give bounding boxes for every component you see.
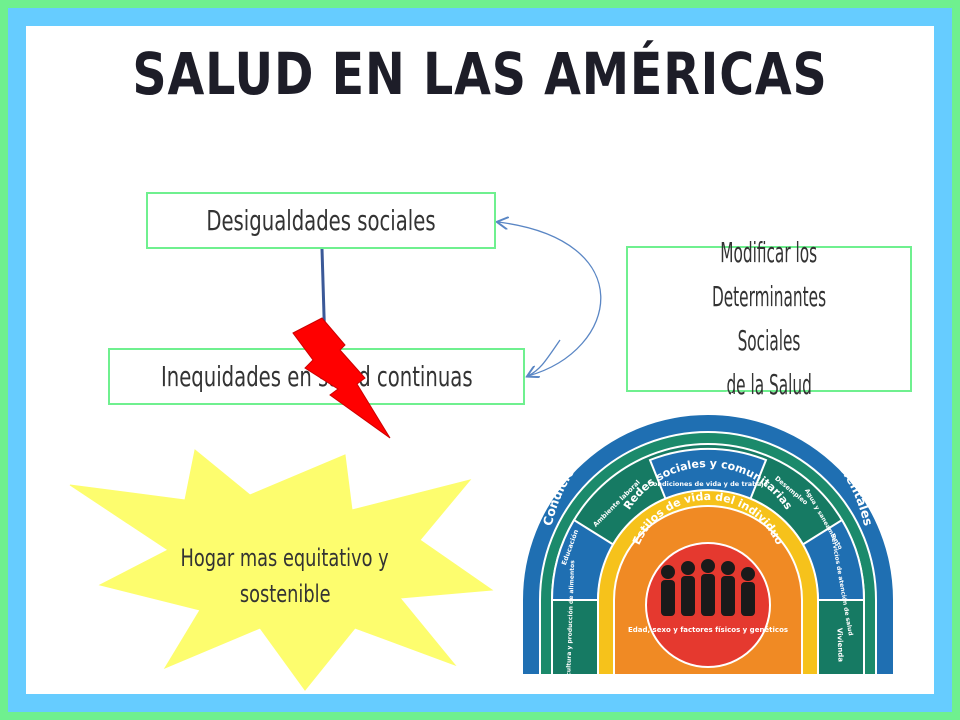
modificar-box: Modificar los Determinantes Sociales de … [626, 236, 912, 401]
curved-feedback-arrow-top [498, 222, 602, 377]
people-silhouette-icon [661, 559, 755, 616]
lightning-bolt-icon [292, 317, 391, 439]
star-line-1: Hogar mas equitativo y [180, 544, 390, 572]
desigualdades-label: Desigualdades sociales [206, 204, 436, 237]
segment-vivienda-label: Vivienda [835, 628, 844, 663]
slide-title: SALUD EN LAS AMÉRICAS [132, 40, 828, 108]
curved-feedback-arrow-bottom [528, 339, 561, 376]
desigualdades-box: Desigualdades sociales [146, 192, 496, 249]
segment-agricultura-label: Agricultura y producción de alimentos [565, 560, 577, 690]
inequidades-box: Inequidades en salud continuas [108, 348, 525, 405]
star-line-2: sostenible [239, 580, 331, 608]
modificar-line-2: Determinantes Sociales [711, 280, 827, 357]
core-label: Edad, sexo y factores físicos y genético… [628, 626, 788, 634]
modificar-line-1: Modificar los [720, 236, 818, 269]
starburst-shape [69, 449, 494, 691]
modificar-line-3: de la Salud [726, 368, 812, 401]
segment-condiciones-label: Condiciones de vida y de trabajo [648, 480, 768, 488]
star-text: Hogar mas equitativo y sostenible [140, 540, 430, 612]
